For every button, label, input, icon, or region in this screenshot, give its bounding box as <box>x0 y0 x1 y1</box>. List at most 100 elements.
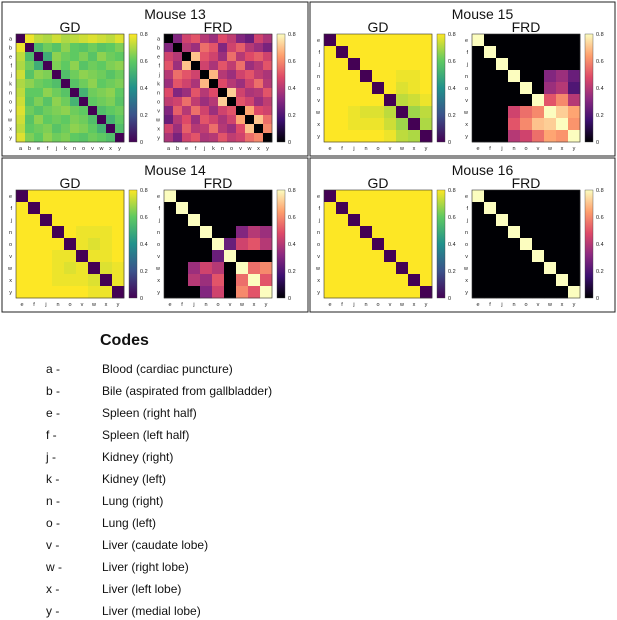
mouse-13-gd-cell-j-f <box>43 70 53 80</box>
mouse-15-frd-cell-w-y <box>568 106 581 119</box>
mouse-13-gd-cell-e-k <box>61 52 71 62</box>
mouse-16-gd-cell-n-n <box>360 226 373 239</box>
mouse-15-gd-cell-f-j <box>348 46 361 59</box>
mouse-15-gd-colorbar-tick: 0.6 <box>448 59 456 65</box>
mouse-13-gd-cell-w-b <box>25 115 35 125</box>
mouse-15-gd-cell-j-x <box>408 58 421 71</box>
mouse-15-gd-colorbar-tick: 0.8 <box>448 32 456 38</box>
mouse-13-frd-cell-a-y <box>263 34 273 44</box>
mouse-16-gd-col-label-x: x <box>413 302 416 308</box>
mouse-14-gd-cell-o-w <box>88 238 101 251</box>
mouse-13-frd-row-label-f: f <box>158 64 160 70</box>
mouse-15-frd-cell-e-y <box>568 34 581 47</box>
panel-mouse-16-gd-title: GD <box>368 175 389 191</box>
mouse-15-gd-cell-w-e <box>324 106 337 119</box>
mouse-14-frd-cell-j-j <box>188 214 201 227</box>
mouse-13-frd-cell-w-y <box>263 115 273 125</box>
mouse-15-frd-cell-x-f <box>484 118 497 131</box>
mouse-13-gd-cell-a-w <box>97 34 107 44</box>
code-letter: e - <box>46 406 61 420</box>
mouse-16-frd-row-label-y: y <box>465 290 468 296</box>
mouse-13-frd-cell-f-v <box>236 61 246 71</box>
mouse-13-gd-row-label-n: n <box>9 91 12 97</box>
mouse-14-gd-cell-j-v <box>76 214 89 227</box>
mouse-15-frd-cell-e-o <box>520 34 533 47</box>
mouse-15-gd-cell-f-e <box>324 46 337 59</box>
mouse-14-frd-cell-e-v <box>224 190 237 203</box>
mouse-15-frd-colorbar-tick: 0.6 <box>596 59 604 65</box>
mouse-13-frd-cell-w-a <box>164 115 174 125</box>
mouse-16-gd-cell-v-e <box>324 250 337 263</box>
code-letter: o - <box>46 516 61 530</box>
mouse-13-frd-cell-k-w <box>245 79 255 89</box>
mouse-13-frd-cell-e-y <box>263 52 273 62</box>
mouse-13-gd-cell-x-n <box>70 124 80 134</box>
code-letter: j - <box>46 450 56 464</box>
mouse-14-frd-cell-e-y <box>260 190 273 203</box>
mouse-13-gd-col-label-a: a <box>19 146 23 152</box>
mouse-13-frd-cell-j-j <box>200 70 210 80</box>
mouse-16-gd-colorbar-tick: 0 <box>448 296 451 302</box>
mouse-13-gd-cell-w-k <box>61 115 71 125</box>
mouse-13-gd-cell-n-o <box>79 88 89 98</box>
mouse-13-gd-cell-n-b <box>25 88 35 98</box>
mouse-14-frd-cell-n-x <box>248 226 261 239</box>
mouse-16-gd-row-label-o: o <box>317 242 320 248</box>
mouse-13-gd-cell-y-e <box>34 133 44 143</box>
mouse-14-gd-cell-f-f <box>28 202 41 215</box>
mouse-14-gd-cell-v-e <box>16 250 29 263</box>
mouse-15-gd-cell-n-n <box>360 70 373 83</box>
mouse-14-frd-cell-f-w <box>236 202 249 215</box>
mouse-15-gd-cell-e-x <box>408 34 421 47</box>
mouse-13-gd-cell-k-a <box>16 79 26 89</box>
code-description: Blood (cardiac puncture) <box>102 362 233 376</box>
mouse-15-frd-row-label-j: j <box>466 62 468 68</box>
mouse-14-gd-cell-n-w <box>88 226 101 239</box>
mouse-13-frd-cell-f-n <box>218 61 228 71</box>
mouse-13-frd-cell-f-x <box>254 61 264 71</box>
mouse-15-gd-cell-v-e <box>324 94 337 107</box>
mouse-16-gd-cell-f-w <box>396 202 409 215</box>
mouse-16-gd-col-label-j: j <box>352 302 354 308</box>
mouse-16-gd-cell-v-w <box>396 250 409 263</box>
mouse-15-gd-cell-w-f <box>336 106 349 119</box>
mouse-13-gd-row-label-j: j <box>10 73 12 79</box>
mouse-13-gd-cell-b-f <box>43 43 53 53</box>
mouse-13-frd-cell-x-y <box>263 124 273 134</box>
mouse-13-gd-colorbar-tick: 0 <box>140 140 143 146</box>
mouse-13-frd-cell-k-k <box>209 79 219 89</box>
mouse-13-frd-cell-b-j <box>200 43 210 53</box>
mouse-16-gd-cell-x-j <box>348 274 361 287</box>
mouse-15-gd-cell-j-o <box>372 58 385 71</box>
mouse-14-gd-row-label-y: y <box>9 290 12 296</box>
mouse-16-frd-frame <box>471 189 581 299</box>
mouse-13-gd-cell-f-e <box>34 61 44 71</box>
mouse-16-frd-cell-y-e <box>472 286 485 299</box>
mouse-15-gd-row-label-v: v <box>317 98 320 104</box>
mouse-13-frd-cell-v-v <box>236 106 246 116</box>
mouse-14-gd-colorbar <box>128 189 138 299</box>
mouse-15-frd-cell-e-w <box>544 34 557 47</box>
mouse-14-frd-cell-e-j <box>188 190 201 203</box>
mouse-14-gd-cell-x-w <box>88 274 101 287</box>
mouse-15-gd-cell-y-w <box>396 130 409 143</box>
mouse-14-gd-cell-e-j <box>40 190 53 203</box>
mouse-15-frd-cell-y-o <box>520 130 533 143</box>
mouse-16-frd-cell-f-n <box>508 202 521 215</box>
mouse-15-frd-cell-f-v <box>532 46 545 59</box>
mouse-16-frd-cell-y-n <box>508 286 521 299</box>
mouse-13-gd-cell-w-j <box>52 115 62 125</box>
mouse-15-gd-cell-n-e <box>324 70 337 83</box>
mouse-15-frd-cell-o-x <box>556 82 569 95</box>
mouse-15-gd-cell-n-w <box>396 70 409 83</box>
mouse-13-frd-cell-n-j <box>200 88 210 98</box>
mouse-15-frd-cell-v-e <box>472 94 485 107</box>
mouse-14-gd-cell-n-y <box>112 226 125 239</box>
mouse-13-frd-cell-n-a <box>164 88 174 98</box>
mouse-15-gd-cell-o-n <box>360 82 373 95</box>
mouse-14-frd-cell-o-y <box>260 238 273 251</box>
mouse-14-frd-cell-y-w <box>236 286 249 299</box>
mouse-13-gd-cell-k-k <box>61 79 71 89</box>
mouse-13-frd-row-label-a: a <box>157 37 161 43</box>
panel-mouse-15-title: Mouse 15 <box>452 6 514 22</box>
